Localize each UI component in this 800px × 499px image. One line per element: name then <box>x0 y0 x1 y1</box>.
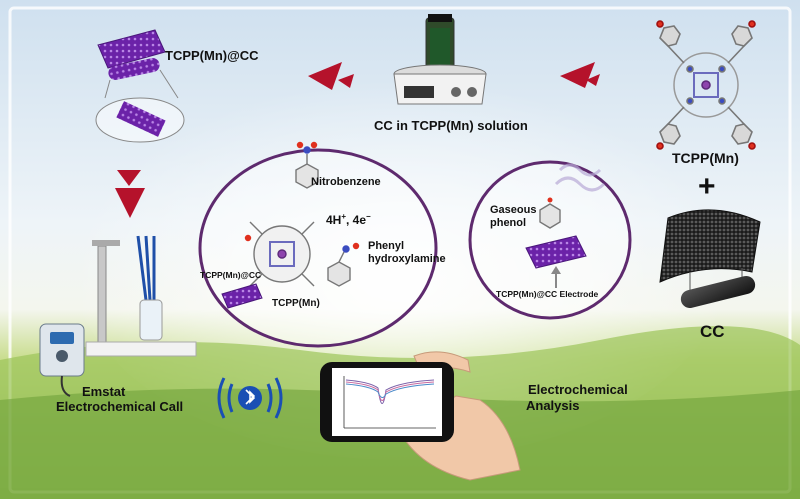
analysis-line2: Analysis <box>526 398 580 413</box>
catalyst-label: TCPP(Mn) <box>272 298 320 309</box>
mechanism-electrode <box>221 283 263 309</box>
porphyrin-molecule <box>656 20 756 150</box>
reaction-protons: 4H <box>326 213 342 227</box>
cloth-label: CC <box>700 322 725 341</box>
stirrer-with-vial <box>393 14 487 105</box>
nitrobenzene-label: Nitrobenzene <box>311 176 381 188</box>
background-grass <box>0 388 800 499</box>
device-line1: Emstat <box>82 384 126 399</box>
gaseous-line2: phenol <box>490 217 527 229</box>
product-electrode-illustration <box>95 29 185 143</box>
phenol-vapor <box>539 163 606 229</box>
sensing-circle <box>468 160 632 320</box>
arrow-product-to-device <box>115 170 145 218</box>
mechanism-molecules <box>244 141 360 287</box>
phenyl-line1: Phenyl <box>368 240 405 252</box>
plus-sign: + <box>698 170 716 203</box>
analysis-line1: Electrochemical <box>528 382 628 397</box>
phenyl-line2: hydroxylamine <box>368 253 446 265</box>
sensing-electrode-label: TCPP(Mn)@CC Electrode <box>496 289 599 299</box>
product-label: TCPP(Mn)@CC <box>165 48 259 63</box>
device-line2: Electrochemical Call <box>56 399 184 414</box>
reaction-conditions: 4H+, 4e− <box>326 212 371 227</box>
reaction-minus-charge: − <box>366 212 371 221</box>
solution-step-label: CC in TCPP(Mn) solution <box>374 118 528 133</box>
emstat-device <box>39 235 197 397</box>
carbon-cloth <box>659 209 761 309</box>
sensing-pointer-head <box>551 266 561 274</box>
reaction-electrons: , 4e <box>346 213 367 227</box>
bluetooth-icon <box>217 377 283 419</box>
reaction-plus-charge: + <box>341 212 347 221</box>
modified-electrode-label: TCPP(Mn)@CC <box>200 270 262 280</box>
porphyrin-label: TCPP(Mn) <box>672 150 739 166</box>
arrow-solution-to-product <box>308 62 354 90</box>
smartphone-with-hand <box>320 351 521 481</box>
arrow-cloth-to-solution <box>560 62 600 88</box>
sensing-electrode <box>525 235 587 269</box>
gaseous-line1: Gaseous <box>490 204 537 216</box>
